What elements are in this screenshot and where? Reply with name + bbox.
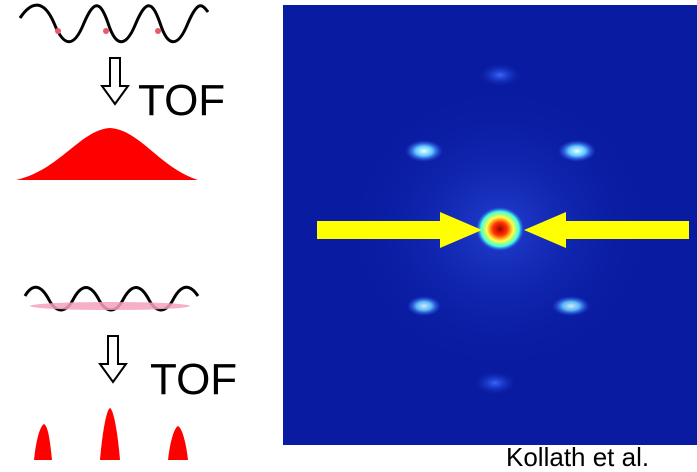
interference-peak [100,408,120,460]
density-cloud [16,128,198,180]
side-peak [558,140,596,162]
lattice-atom [55,28,61,34]
side-peak [405,140,443,162]
side-peak [480,64,520,86]
expansion-arrow-icon [100,57,130,106]
image-credit: Kollath et al. [506,442,650,472]
lattice-atom [103,28,109,34]
tof-label-top: TOF [138,76,226,125]
pointer-arrow-icon [317,212,482,248]
schematic-canvas [16,3,697,460]
side-peak [475,372,515,394]
interference-peak [34,424,52,460]
condensate-band [30,302,190,310]
lattice-atom [155,28,161,34]
pointer-arrow-icon [524,212,689,248]
lattice-wave-bottom [23,285,200,312]
central-peak [476,207,524,251]
tof-label-bottom: TOF [150,355,238,404]
lattice-wave-top [18,3,210,44]
expansion-arrow-icon [98,335,128,384]
interference-peak [168,426,188,460]
side-peak [407,296,441,316]
side-peak [552,296,590,316]
